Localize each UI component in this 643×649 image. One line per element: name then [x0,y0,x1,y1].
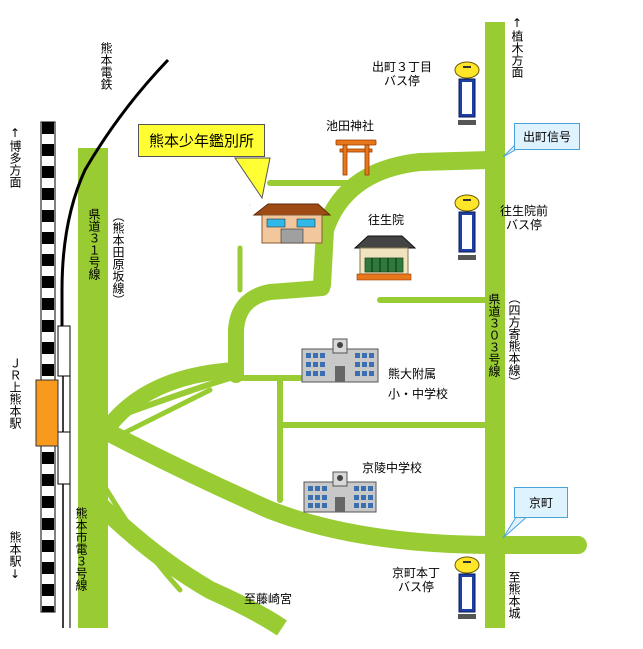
bus-stop-suffix: バス停 [505,218,542,233]
bus-stop-suffix: バス停 [397,580,434,595]
label-to-fujisakigu: 至藤崎宮 [244,592,293,606]
label-route303: 県道３０３号線 [487,293,501,377]
label-kyoryo-junior-high: 京陵中学校 [362,461,423,475]
platform-north [57,325,71,377]
title-callout-pointer [234,157,271,200]
title-callout: 熊本少年鑑別所 [138,124,266,157]
platform-south [57,431,71,485]
label-hakata-direction: ↑博多方面 [8,126,22,188]
temple-icon [353,235,417,281]
jr-station-building [35,379,59,447]
bus-stop-name: 往生院前 [499,204,548,218]
rail-jr [40,121,56,613]
label-route31: 県道３１号線 [87,208,101,280]
label-bus-stop-ojoinmae: 往生院前 バス停 [488,204,560,233]
signal-callout-demachi: 出町信号 [514,123,581,150]
label-jr-kamikumamoto-station: ＪＲ上熊本駅 [8,357,22,429]
rail-kumamoto-dentetsu [60,58,170,330]
label-shiden-line3: 熊本市電３号線 [74,507,88,591]
label-ojoin-temple: 往生院 [368,213,405,227]
label-bus-stop-kyomachi: 京町本丁 バス停 [380,566,452,595]
school-building-icon [303,471,377,513]
school-building-icon [301,338,379,383]
label-kumadai-school-line1: 熊大附属 [388,367,437,381]
label-kumadai-school-line2: 小・中学校 [388,387,449,401]
bus-stop-icon [454,61,480,125]
road-main-diagonal [91,419,587,554]
road-diag-cross [107,387,213,443]
label-kumamoto-dentetsu: 熊本電鉄 [99,42,113,90]
juvenile-center-icon [252,203,332,244]
bus-stop-icon [454,194,480,260]
road-west-loop [228,280,330,383]
torii-icon [335,139,377,176]
label-ueki-direction: ↑植木方面 [510,16,524,78]
road-network [78,22,587,636]
signal-callout-kyomachi: 京町 [514,487,569,518]
label-ikeda-shrine: 池田神社 [326,119,375,133]
bus-stop-suffix: バス停 [383,74,420,89]
label-kumamoto-station: 熊本駅↓ [8,531,22,581]
bus-stop-icon [454,556,480,619]
road-north-curve [313,151,499,294]
road-diagonal-upper [105,375,303,423]
bus-stop-name: 京町本丁 [391,566,440,580]
road-fujisaki-road [88,493,287,636]
label-bus-stop-demachi3: 出町３丁目 バス停 [366,60,438,89]
label-to-kumamoto-castle: 至熊本城 [507,571,521,619]
bus-stop-name: 出町３丁目 [371,60,432,74]
label-route31-sub: （熊本田原坂線） [111,210,125,306]
label-route303-sub: （四方寄熊本線） [507,292,521,388]
